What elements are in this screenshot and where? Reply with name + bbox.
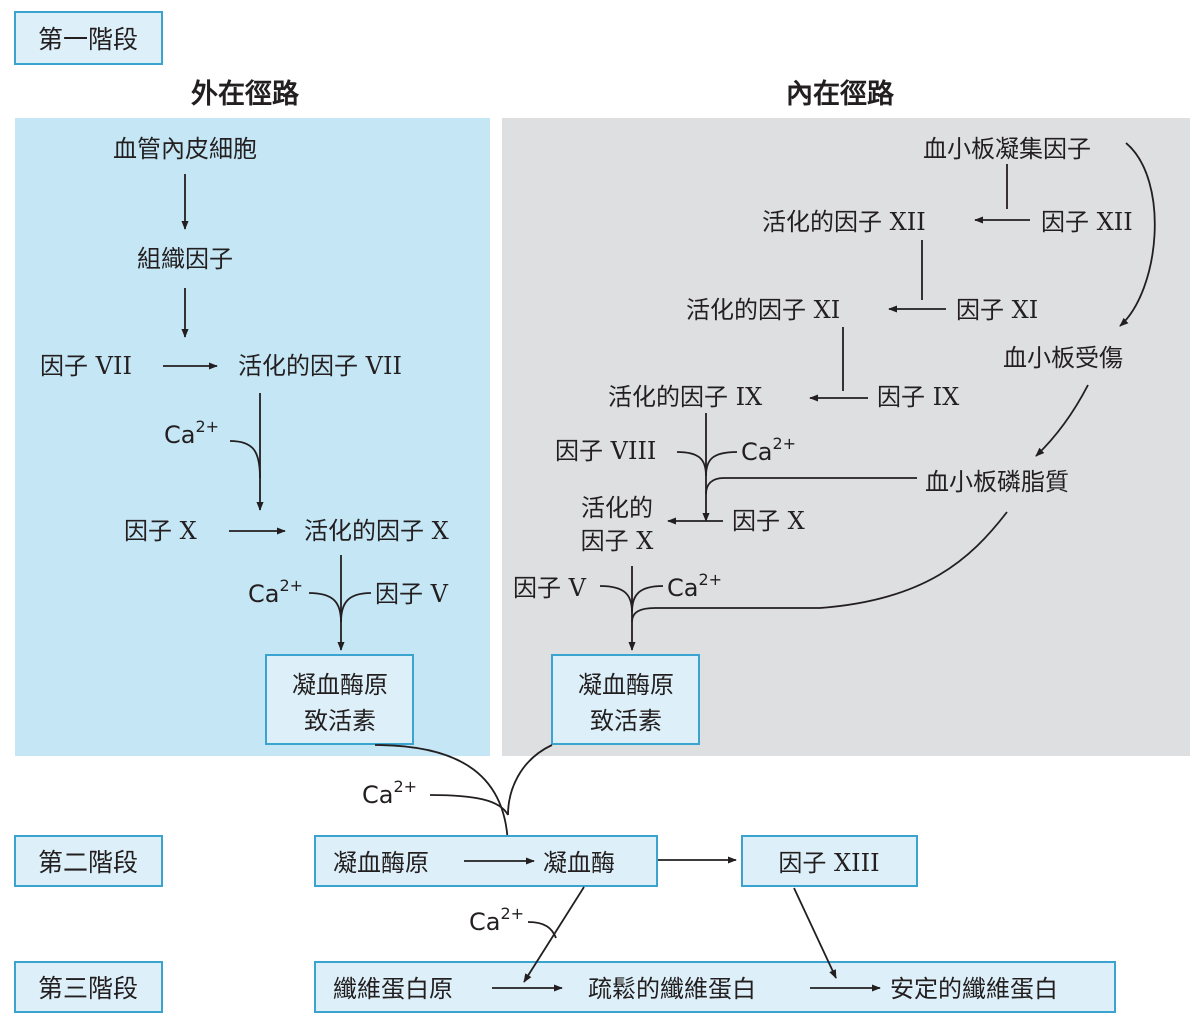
int-ca-join-curve-1: [705, 451, 738, 477]
extrinsic-title: 外在徑路: [191, 78, 300, 110]
factor-ix-label: 因子 IX: [877, 383, 959, 411]
int-ca-join-curve-2: [631, 585, 664, 613]
phospholipid-join-line: [705, 477, 917, 495]
arrow-xiii-to-stable: [793, 887, 837, 979]
factor-viii-label: 因子 VIII: [555, 437, 656, 465]
prothrombin-label: 凝血酶原: [333, 849, 429, 877]
ca-join-curve-1: [229, 440, 261, 479]
ext-prothrombin-activator-box: 凝血酶原 致活素: [265, 654, 414, 745]
factor-xii-label: 因子 XII: [1041, 208, 1133, 236]
stage1-label: 第一階段: [14, 11, 163, 65]
factor-xi-label: 因子 XI: [956, 296, 1038, 324]
common-ca-ion-1: Ca2+: [362, 777, 417, 809]
ext-factor-x-label: 因子 X: [124, 517, 197, 545]
int-factor-x-label: 因子 X: [732, 507, 805, 535]
arrow-ext-activator-to-thrombin: [374, 744, 512, 851]
endothelial-cell-label: 血管內皮細胞: [113, 135, 257, 163]
active-xi-label: 活化的因子 XI: [686, 296, 840, 324]
phospholipid-to-activator-curve: [631, 511, 1008, 623]
ext-factor-v-label: 因子 V: [375, 580, 449, 608]
int-ca-ion-2: Ca2+: [667, 570, 722, 602]
factor-v-join-curve: [340, 592, 372, 623]
tissue-factor-label: 組織因子: [137, 245, 233, 273]
arrow-aggregation-to-damage: [1119, 142, 1156, 327]
int-prothrombin-activator-box: 凝血酶原 致活素: [551, 654, 700, 745]
common-ca-ion-2: Ca2+: [469, 904, 524, 936]
active-ix-label: 活化的因子 IX: [608, 383, 762, 411]
ext-ca-ion-1: Ca2+: [164, 417, 219, 449]
thrombin-label: 凝血酶: [543, 849, 615, 877]
arrow-damage-to-phospholipid: [1035, 384, 1089, 457]
stage3-label: 第三階段: [14, 961, 163, 1013]
common-ca-join-curve-2: [527, 921, 557, 939]
stable-fibrin-label: 安定的纖維蛋白: [890, 975, 1058, 1003]
stage1-text: 第一階段: [38, 25, 138, 54]
platelet-phospholipid-label: 血小板磷脂質: [925, 468, 1069, 496]
int-activator-line1: 凝血酶原: [578, 671, 674, 699]
fibrin-box: 纖維蛋白原 疏鬆的纖維蛋白 安定的纖維蛋白: [314, 961, 1116, 1013]
common-ca-join-curve: [429, 794, 509, 816]
stage2-text: 第二階段: [38, 848, 138, 877]
loose-fibrin-label: 疏鬆的纖維蛋白: [588, 975, 756, 1003]
intrinsic-title: 內在徑路: [786, 78, 895, 110]
ext-activator-line2: 致活素: [304, 707, 376, 735]
intrinsic-panel: [502, 118, 1190, 756]
ext-activator-line1: 凝血酶原: [292, 671, 388, 699]
aggregation-factor-label: 血小板凝集因子: [923, 135, 1091, 163]
int-active-x-line1: 活化的: [581, 494, 653, 522]
stage2-label: 第二階段: [14, 835, 163, 887]
extrinsic-panel: [15, 118, 490, 756]
factor-xiii-label: 因子 XIII: [778, 849, 879, 877]
active-xii-label: 活化的因子 XII: [762, 208, 926, 236]
int-factor-v-label: 因子 V: [513, 574, 587, 602]
int-active-x-line2: 因子 X: [581, 527, 654, 555]
factor-vii-label: 因子 VII: [40, 352, 132, 380]
platelet-damage-label: 血小板受傷: [1003, 344, 1123, 372]
stage3-text: 第三階段: [38, 974, 138, 1003]
ext-active-x-label: 活化的因子 X: [304, 517, 449, 545]
int-activator-line2: 致活素: [590, 707, 662, 735]
factor-xiii-box: 因子 XIII: [741, 835, 918, 887]
int-ca-ion-1: Ca2+: [741, 434, 796, 466]
int-activator-join-curve: [507, 744, 553, 816]
active-vii-label: 活化的因子 VII: [238, 352, 402, 380]
fibrinogen-label: 纖維蛋白原: [333, 975, 453, 1003]
ext-ca-ion-2: Ca2+: [248, 576, 303, 608]
